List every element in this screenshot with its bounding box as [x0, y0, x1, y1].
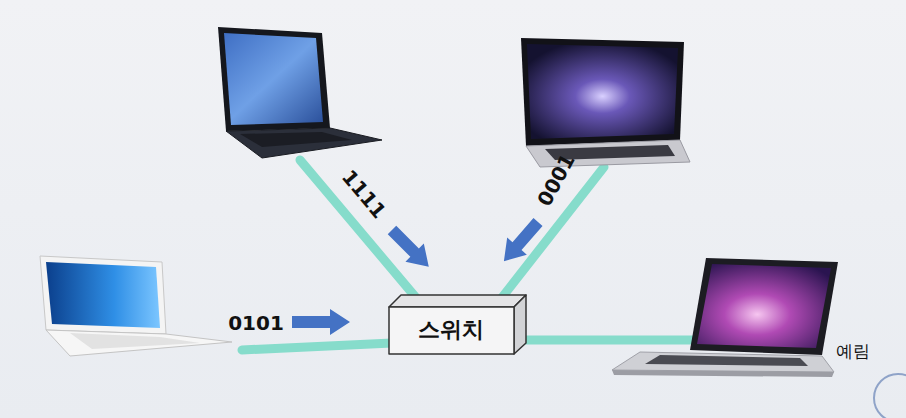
user-name: 예림 [836, 340, 870, 363]
laptop-dark [218, 27, 382, 158]
laptop-macbook [612, 258, 838, 377]
network-cable [242, 160, 700, 350]
laptop-silver [521, 38, 690, 167]
device-label: 스위치 [418, 315, 484, 345]
corner-circle [874, 374, 906, 418]
switch-box: 스위치 [388, 294, 526, 354]
bit-pattern: 0101 [228, 311, 284, 335]
laptop-white [40, 256, 232, 356]
